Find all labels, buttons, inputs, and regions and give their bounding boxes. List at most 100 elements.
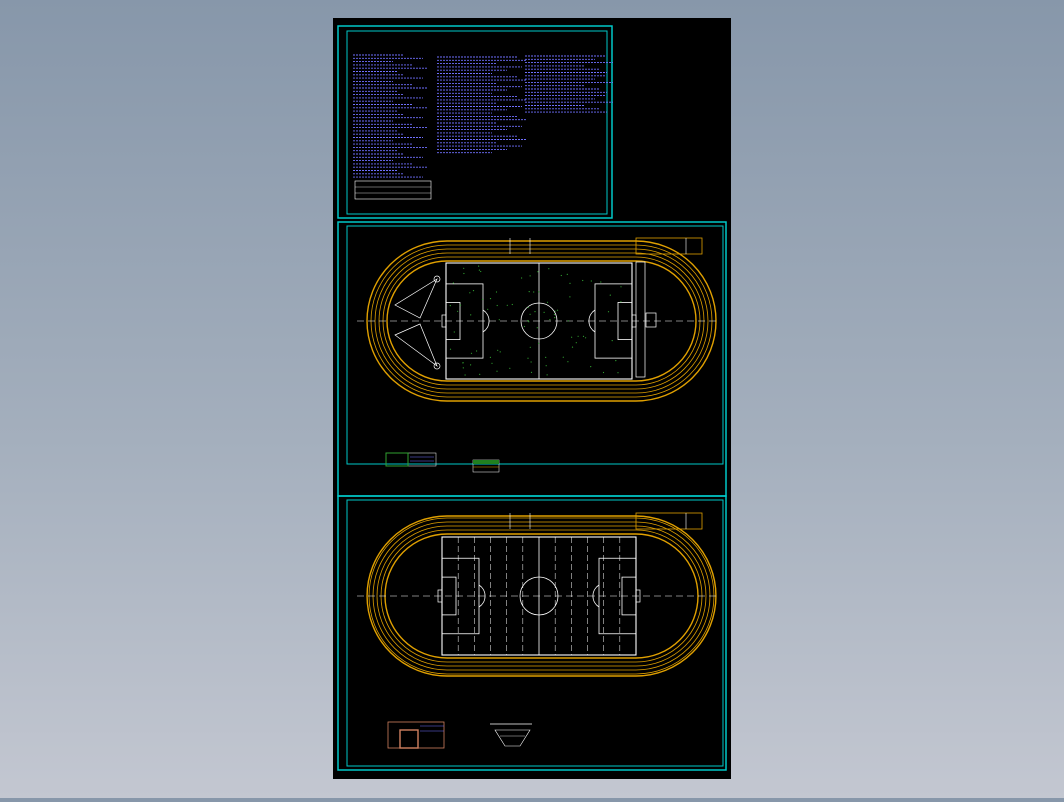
grass-mark: [464, 374, 466, 376]
grass-mark: [554, 310, 556, 312]
track-lane-line: [372, 521, 711, 671]
running-track-upper: [357, 237, 717, 402]
plan-upper-frame-inner: [346, 225, 724, 465]
grass-mark: [534, 311, 536, 313]
goal-right: [635, 589, 641, 603]
football-field-upper: [441, 262, 637, 380]
grass-mark: [462, 362, 464, 364]
grass-mark: [571, 346, 574, 348]
football-field-lower: [437, 536, 641, 656]
running-track-lower: [357, 512, 717, 677]
grass-mark: [449, 305, 451, 307]
grass-mark: [476, 350, 478, 352]
grass-mark: [620, 286, 622, 288]
track-lane-line: [376, 525, 707, 667]
grass-mark: [452, 282, 454, 284]
notes-frame-inner: [346, 30, 608, 215]
grass-mark: [529, 346, 531, 348]
grass-mark: [567, 361, 569, 363]
track-lane-line: [378, 252, 705, 390]
grass-mark: [538, 342, 540, 344]
jump-pit: [645, 312, 657, 328]
grass-mark: [478, 269, 480, 271]
grass-mark: [562, 356, 564, 358]
grass-mark: [582, 279, 584, 282]
grass-mark: [590, 366, 592, 368]
plan-lower-frame-outer: [337, 495, 727, 771]
penalty-arc-right: [592, 584, 600, 608]
grass-mark: [457, 310, 459, 312]
grass-mark: [459, 304, 462, 306]
grass-mark: [536, 327, 538, 329]
plan-lower-frame-inner: [346, 499, 724, 767]
grass-mark: [496, 304, 498, 307]
grass-mark: [530, 361, 532, 363]
grass-mark: [521, 277, 523, 279]
grass-mark: [463, 272, 465, 275]
grass-mark: [620, 301, 622, 303]
notes-table: [354, 180, 432, 200]
grass-mark: [545, 365, 547, 367]
grass-mark: [590, 280, 592, 282]
grass-mark: [530, 371, 533, 373]
grass-mark: [545, 356, 547, 358]
center-circle: [520, 302, 558, 340]
grass-mark: [527, 357, 529, 359]
grass-mark: [556, 309, 559, 311]
track-lane-line: [368, 517, 715, 675]
throwing-sector-bottom: [394, 323, 438, 368]
plan-lower: [337, 495, 727, 771]
notes-text-lines: [353, 54, 613, 178]
grass-mark: [489, 356, 491, 358]
grass-mark: [548, 268, 550, 270]
track-lane-line: [374, 248, 709, 394]
grass-mark: [506, 304, 508, 306]
lower-extras: [387, 721, 532, 749]
grass-mark: [549, 319, 551, 321]
grass-mark: [479, 373, 481, 375]
grass-mark: [529, 275, 531, 277]
grass-mark: [491, 362, 493, 364]
grass-mark: [496, 370, 498, 372]
grass-mark: [609, 294, 611, 296]
grass-mark: [528, 321, 530, 323]
grass-mark: [527, 306, 529, 309]
grass-mark: [560, 274, 562, 277]
grass-mark: [546, 301, 549, 303]
grass-mark: [617, 372, 619, 374]
upper-extras: [385, 261, 657, 473]
grass-mark: [449, 348, 452, 350]
grass-mark: [489, 298, 492, 300]
penalty-arc-left: [482, 309, 490, 333]
notes-panel: [337, 25, 613, 219]
grass-mark: [498, 319, 500, 321]
grass-mark: [469, 292, 471, 294]
grass-mark: [495, 291, 498, 293]
grass-mark: [529, 313, 531, 315]
sheet-background: [333, 18, 731, 779]
grass-mark: [527, 319, 529, 322]
grass-mark: [472, 290, 475, 292]
grass-mark: [607, 311, 610, 313]
grass-mark: [569, 282, 571, 284]
penalty-arc-left: [478, 584, 486, 608]
grass-mark: [480, 270, 482, 273]
grass-mark: [585, 337, 587, 339]
grass-mark: [567, 320, 569, 322]
grass-mark: [615, 360, 617, 362]
grass-mark: [478, 265, 480, 267]
grass-mark: [497, 349, 499, 351]
penalty-arc-right: [588, 309, 596, 333]
grass-mark: [577, 335, 579, 337]
grass-mark: [499, 351, 501, 353]
grass-mark: [511, 303, 513, 306]
grass-mark: [509, 367, 511, 369]
grass-mark: [600, 281, 602, 283]
notes-frame-outer: [337, 25, 613, 219]
track-lane-line: [366, 515, 717, 677]
grass-mark: [538, 291, 540, 293]
jump-runway: [635, 261, 646, 378]
grass-mark: [533, 291, 535, 293]
